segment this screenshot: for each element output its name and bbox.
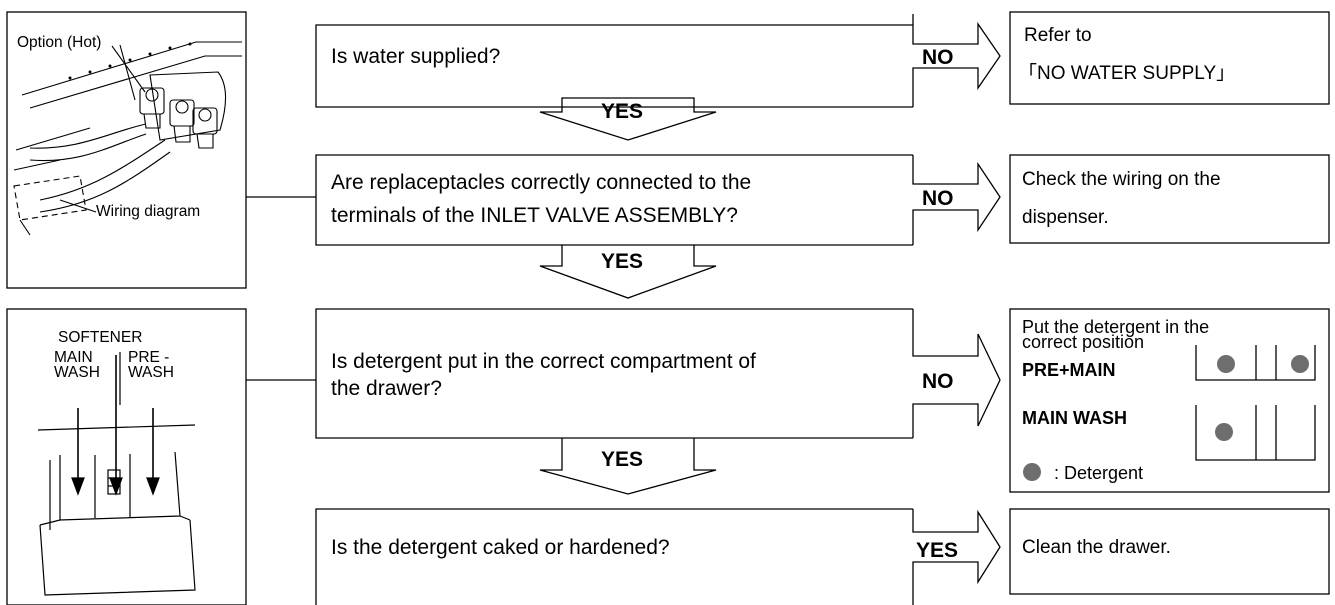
softener-label: SOFTENER [58,329,143,346]
result-2-line-1: Check the wiring on the [1022,169,1221,190]
detergent-drawer-drawing [37,352,196,596]
no-label-2: NO [922,187,954,210]
yes-arrow-3 [539,438,717,495]
option-hot-label: Option (Hot) [17,34,102,51]
question-box-4 [315,508,913,605]
no-label-1: NO [922,46,954,69]
question-box-1 [315,24,913,108]
detergent-dot [1215,423,1233,441]
pre-label: PRE - [128,349,170,366]
result-box-1 [1009,11,1330,105]
yes-label-4: YES [916,539,959,562]
detergent-dot [1217,355,1235,373]
detergent-dot [1291,355,1309,373]
valve-illustration-frame [6,11,247,289]
question-2-line-2: terminals of the INLET VALVE ASSEMBLY? [331,204,738,227]
question-4: Is the detergent caked or hardened? [331,536,670,559]
drawer-illustration-frame [6,308,247,605]
yes-arrow-4 [912,509,1001,605]
compartment-diagram-main-wash [1195,405,1316,461]
yes-label-2: YES [601,250,644,273]
legend-dot [1023,463,1041,481]
wiring-diagram-label: Wiring diagram [96,203,201,220]
compartment-diagram-pre-main [1195,345,1316,381]
no-arrow-2 [912,155,1001,245]
no-label-3: NO [922,370,954,393]
no-arrow-1 [912,14,1001,107]
question-2-line-1: Are replaceptacles correctly connected t… [331,171,752,194]
result-4: Clean the drawer. [1022,537,1171,558]
pre-wash-label: WASH [128,364,174,381]
result-box-4 [1009,508,1330,595]
no-arrow-3 [912,309,1001,438]
result-1-line-1: Refer to [1024,25,1092,46]
main-wash-label: WASH [54,364,100,381]
question-box-2 [315,154,913,246]
yes-arrow-1-top [561,97,695,107]
result-3-legend: : Detergent [1054,463,1144,483]
result-2-line-2: dispenser. [1022,207,1109,228]
result-box-2 [1009,154,1330,244]
result-3-main-wash: MAIN WASH [1022,408,1127,428]
inlet-valve-drawing [13,41,242,236]
result-3-pre-main: PRE+MAIN [1022,360,1116,380]
result-1-line-2: 「NO WATER SUPPLY」 [1018,63,1236,84]
yes-arrow-1 [539,107,717,141]
result-3-line-2: correct position [1022,332,1145,352]
question-box-3 [315,308,913,439]
result-3-line-1: Put the detergent in the [1022,317,1210,337]
yes-label-3: YES [601,448,644,471]
question-3-line-1: Is detergent put in the correct compartm… [331,350,756,373]
yes-arrow-2 [539,245,717,299]
question-1: Is water supplied? [331,45,501,68]
yes-label-1: YES [601,100,644,123]
question-3-line-2: the drawer? [331,377,442,400]
main-label: MAIN [54,349,93,366]
result-box-3 [1009,308,1330,493]
